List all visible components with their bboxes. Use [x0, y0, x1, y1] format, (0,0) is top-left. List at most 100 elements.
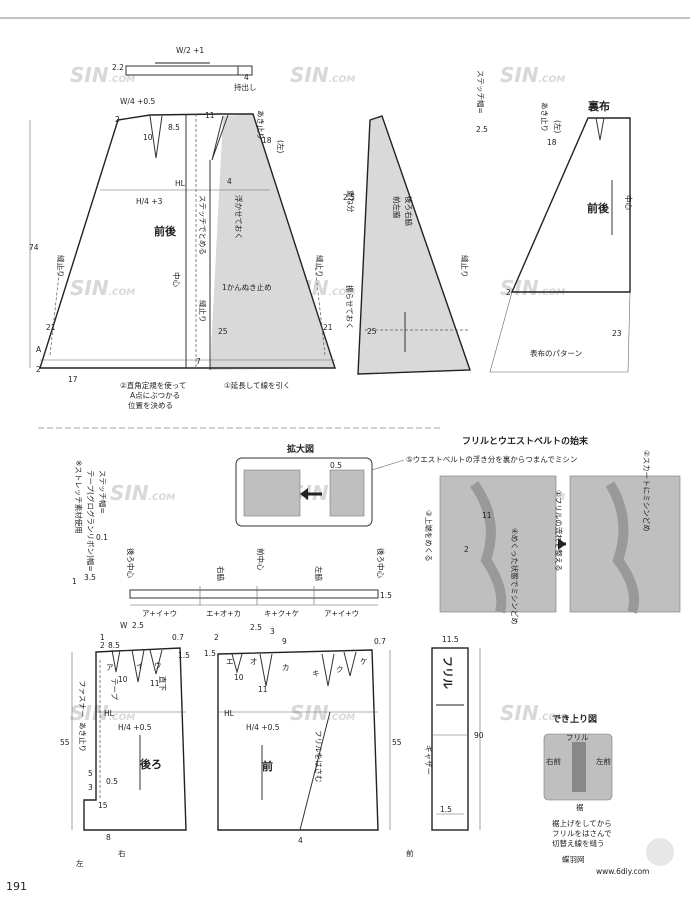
svg-text:H/4 +0.5: H/4 +0.5	[246, 723, 280, 732]
svg-text:90: 90	[474, 731, 484, 740]
svg-text:11.5: 11.5	[442, 635, 459, 644]
svg-text:2.5: 2.5	[476, 125, 488, 134]
finished-title: でき上り図	[552, 713, 597, 725]
svg-text:中心: 中心	[172, 272, 182, 287]
svg-text:右: 右	[118, 848, 126, 858]
svg-text:4: 4	[227, 177, 232, 186]
svg-text:9: 9	[282, 637, 287, 646]
svg-text:SIN.COM: SIN.COM	[70, 701, 135, 725]
svg-text:1.5: 1.5	[178, 651, 190, 660]
svg-text:テープ(グログランリボン)幅=: テープ(グログランリボン)幅=	[86, 470, 96, 572]
svg-text:ウ: ウ	[154, 661, 162, 670]
svg-text:SIN.COM: SIN.COM	[500, 63, 565, 87]
svg-text:7: 7	[196, 357, 201, 366]
svg-text:ケ: ケ	[360, 657, 368, 666]
waist-belt-strip	[129, 589, 379, 599]
finished-view: でき上り図 フリル 右前 左前 裾 裾上げをしてから フリルをはさんで 切替え線…	[543, 713, 613, 848]
skirt-pattern-main: W/2 +1 2.2 4 持出し 74 W/4 +0.5 2 11 10 8.5…	[29, 46, 336, 410]
svg-text:10: 10	[118, 675, 128, 684]
svg-text:②スカートにミシンどめ: ②スカートにミシンどめ	[642, 450, 651, 532]
note-5: ⑤ウエストベルトの浮き分を裏からつまんでミシン	[406, 454, 577, 464]
svg-text:右前: 右前	[546, 756, 561, 766]
svg-text:SIN.COM: SIN.COM	[290, 63, 355, 87]
svg-text:③上端をめくる: ③上端をめくる	[424, 510, 434, 562]
svg-text:あき止り: あき止り	[78, 722, 88, 752]
back-label: 後ろ	[140, 757, 162, 771]
svg-text:縫止り: 縫止り	[198, 300, 208, 323]
svg-text:SIN.COM: SIN.COM	[110, 481, 175, 505]
svg-text:1.5: 1.5	[204, 649, 216, 658]
frill-title: フリル	[441, 656, 454, 689]
svg-text:HL: HL	[175, 179, 186, 188]
svg-text:0.5: 0.5	[106, 777, 118, 786]
svg-text:ステッチ幅=: ステッチ幅=	[98, 470, 108, 514]
svg-text:11: 11	[150, 679, 160, 688]
svg-text:3: 3	[88, 783, 93, 792]
svg-text:W/4 +0.5: W/4 +0.5	[120, 97, 156, 106]
svg-text:1.5: 1.5	[440, 805, 452, 814]
svg-text:エ+オ+カ: エ+オ+カ	[206, 609, 241, 618]
svg-text:(左): (左)	[553, 120, 563, 133]
svg-text:裾上げをしてから: 裾上げをしてから	[552, 818, 612, 828]
back-skirt-outline	[83, 647, 187, 831]
svg-text:21: 21	[323, 323, 333, 332]
front-skirt-outline	[217, 649, 379, 831]
svg-text:18: 18	[547, 138, 557, 147]
svg-text:1: 1	[100, 633, 105, 642]
svg-text:①フリルの流れを整える: ①フリルの流れを整える	[554, 490, 564, 572]
waistband-strip	[125, 65, 253, 76]
svg-text:SIN.COM: SIN.COM	[500, 276, 565, 300]
svg-text:8: 8	[106, 833, 111, 842]
svg-text:2.5: 2.5	[343, 193, 355, 202]
svg-text:2: 2	[100, 641, 105, 650]
svg-text:H/4 +0.5: H/4 +0.5	[118, 723, 152, 732]
svg-text:2: 2	[115, 115, 120, 124]
svg-text:前中心: 前中心	[256, 548, 266, 571]
svg-text:25: 25	[218, 327, 228, 336]
lining-title: 裏布	[587, 99, 610, 113]
lining-pattern: 裏布 あき止り (左) 18 前後 中心 2 23 表布のパターン	[489, 99, 634, 373]
svg-text:右脇: 右脇	[216, 566, 226, 581]
front-skirt-pattern: 1.5 2 2.5 3 9 10 11 0.7 エ オ カ キ ク ケ HL H…	[204, 623, 402, 845]
svg-text:ア+イ+ウ: ア+イ+ウ	[142, 609, 177, 618]
svg-text:重ね分: 重ね分	[346, 190, 355, 213]
svg-text:0.7: 0.7	[172, 633, 184, 642]
hip-label: H/4 +3	[136, 197, 163, 206]
svg-text:2: 2	[506, 288, 511, 297]
front-back-label: 前後	[154, 224, 177, 238]
svg-text:カ: カ	[282, 663, 290, 672]
svg-text:前後: 前後	[587, 201, 610, 215]
svg-text:3.5: 3.5	[84, 573, 96, 582]
skirt-a-outline	[39, 113, 336, 369]
enlarged-view: 拡大図 0.5 ⑤ウエストベルトの浮き分を裏からつまんでミシン	[235, 443, 577, 527]
svg-text:左: 左	[76, 858, 84, 868]
length-74: 74	[29, 243, 39, 252]
svg-text:10: 10	[234, 673, 244, 682]
frill-finish-view: フリルとウエストベルトの始末 ①フリルの流れを整える ②スカートにミシンどめ ③…	[424, 435, 681, 625]
svg-text:1かんぬき止め: 1かんぬき止め	[222, 282, 272, 292]
svg-text:A点にぶつかる: A点にぶつかる	[130, 391, 180, 400]
watermarks: SIN.COM SIN.COM SIN.COM SIN.COM SIN.COM …	[70, 63, 565, 725]
svg-text:左前: 左前	[596, 756, 611, 766]
svg-text:後ろ右脇: 後ろ右脇	[404, 196, 414, 226]
svg-text:1: 1	[72, 577, 77, 586]
svg-text:SIN.COM: SIN.COM	[290, 701, 355, 725]
svg-text:0.5: 0.5	[330, 461, 342, 470]
svg-text:ア: ア	[106, 663, 114, 672]
front-panel-shade	[210, 114, 335, 370]
svg-text:イ: イ	[136, 661, 144, 670]
svg-text:④めくった状態でミシンどめ: ④めくった状態でミシンどめ	[510, 528, 520, 625]
material-notes: ステッチ幅= 0.1 テープ(グログランリボン)幅= 3.5 ※ストレッチ素材使…	[72, 460, 108, 586]
waistband-label: W/2 +1	[176, 46, 204, 55]
svg-text:位置を決める: 位置を決める	[128, 400, 173, 410]
frill-strip: 11.5 フリル 90 ギャザー 1.5 前	[406, 635, 484, 858]
svg-text:21: 21	[46, 323, 56, 332]
svg-text:HL: HL	[104, 709, 115, 718]
svg-text:18: 18	[262, 136, 272, 145]
svg-text:23: 23	[612, 329, 622, 338]
svg-text:フリルをはさんで: フリルをはさんで	[552, 829, 612, 838]
dart-left	[149, 115, 163, 159]
svg-text:あき止り: あき止り	[540, 102, 550, 132]
